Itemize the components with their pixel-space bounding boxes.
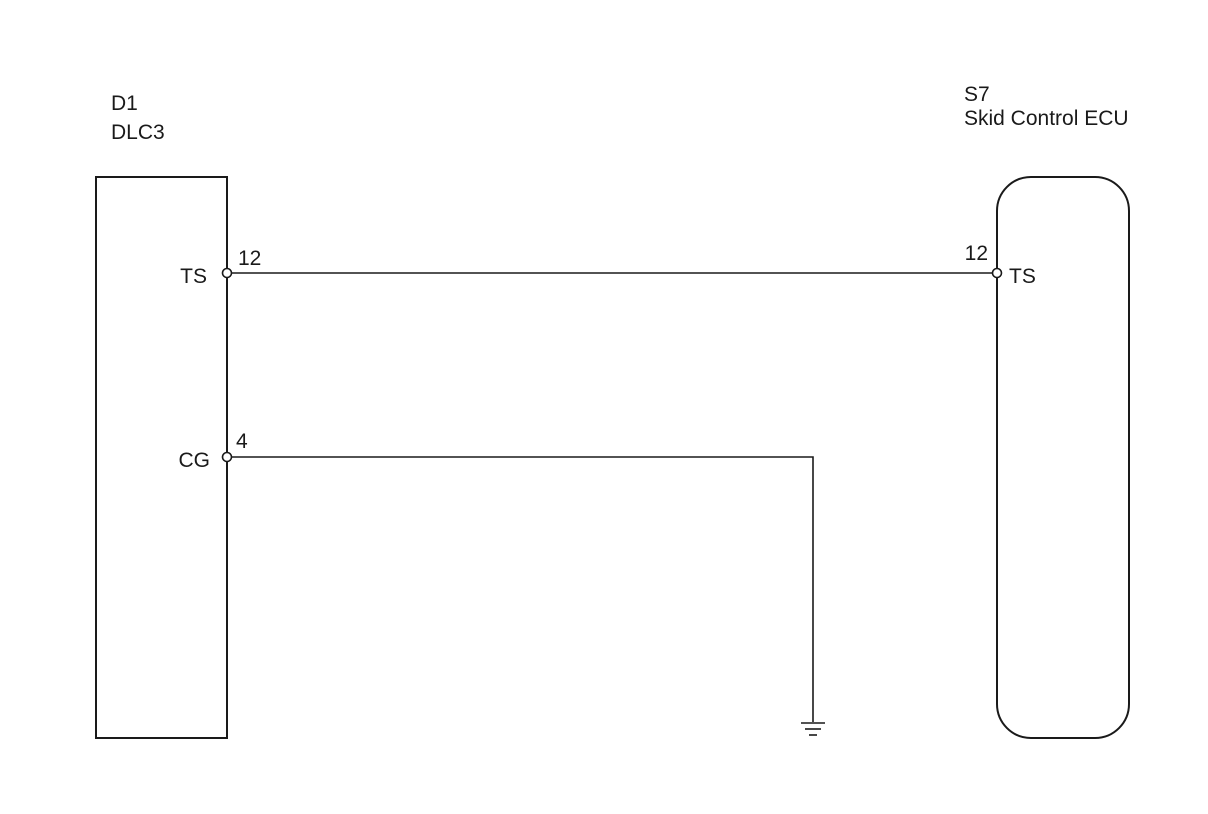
dlc3-cg-pin-name: CG xyxy=(179,449,211,472)
ecu-ts-pin-number: 12 xyxy=(965,242,988,265)
dlc3-cg-pin xyxy=(221,451,233,463)
ecu-ts-pin-name: TS xyxy=(1009,265,1036,288)
cg-ground-wire xyxy=(231,456,814,722)
skid-control-ecu-code: S7 xyxy=(964,83,990,106)
dlc3-ts-pin-number: 12 xyxy=(238,247,261,270)
skid-control-ecu-name: Skid Control ECU xyxy=(964,107,1129,130)
dlc3-connector-code: D1 xyxy=(111,92,138,115)
ground-symbol xyxy=(801,722,825,736)
dlc3-ts-pin xyxy=(221,267,233,279)
dlc3-cg-pin-number: 4 xyxy=(236,430,248,453)
ecu-ts-pin xyxy=(991,267,1003,279)
dlc3-connector-name: DLC3 xyxy=(111,121,165,144)
skid-control-ecu-box xyxy=(996,176,1130,739)
dlc3-ts-pin-name: TS xyxy=(180,265,207,288)
